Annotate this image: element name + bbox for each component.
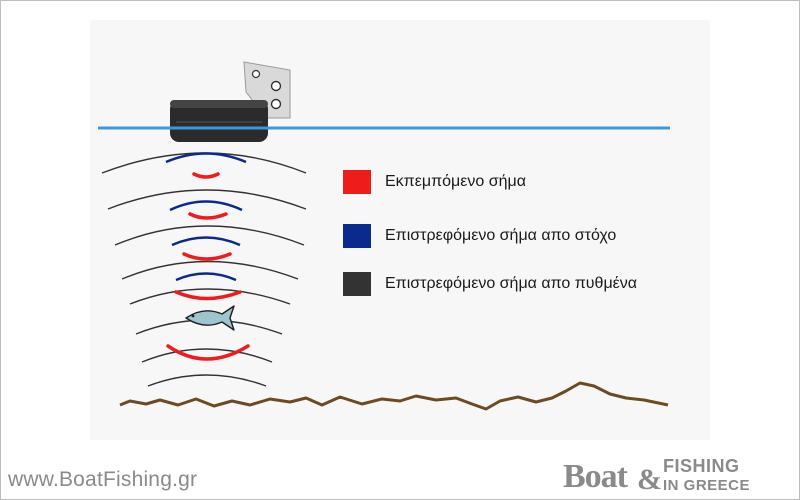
bottom-echo-arc <box>147 374 267 387</box>
transducer-icon <box>170 61 291 142</box>
emitted-signal-arc <box>188 212 228 220</box>
legend-label: Επιστρεφόμενο σήμα απο πυθμένα <box>385 275 638 292</box>
legend-item-target-return: Επιστρεφόμενο σήμα απο στόχο <box>343 224 616 248</box>
target-echo-arc <box>175 272 237 282</box>
legend-item-bottom-return: Επιστρεφόμενο σήμα απο πυθμένα <box>343 272 637 296</box>
emitted-signal-arc <box>174 290 242 301</box>
legend-label: Εκπεμπόμενο σήμα <box>385 173 526 190</box>
legend-item-emitted: Εκπεμπόμενο σήμα <box>343 170 526 194</box>
target-echo-arc <box>171 236 241 247</box>
diagram-background <box>90 20 710 440</box>
legend-label: Επιστρεφόμενο σήμα απο στόχο <box>385 227 617 244</box>
svg-text:&: & <box>637 463 662 493</box>
site-url-text: www.BoatFishing.gr <box>8 468 198 491</box>
bottom-echo-arc <box>121 260 299 280</box>
emitted-signal-arc <box>192 172 220 179</box>
legend-swatch-blue <box>343 224 371 248</box>
brand-logo: Boat & FISHING IN GREECE <box>563 456 750 493</box>
legend-swatch-red <box>343 170 371 194</box>
seabed-line <box>119 381 669 411</box>
sonar-wavefronts <box>101 152 307 387</box>
bottom-echo-arc <box>129 288 291 305</box>
svg-text:FISHING: FISHING <box>663 456 740 476</box>
svg-text:Boat: Boat <box>563 458 629 493</box>
target-echo-arc <box>165 152 247 164</box>
bottom-echo-arc <box>107 189 307 210</box>
emitted-signal-arc <box>182 252 232 261</box>
svg-text:IN GREECE: IN GREECE <box>663 477 750 493</box>
legend-swatch-gray <box>343 272 371 296</box>
emitted-signal-arc <box>166 344 250 361</box>
bottom-echo-arc <box>141 348 273 363</box>
bottom-echo-arc <box>114 225 305 246</box>
fish-icon <box>185 305 235 331</box>
target-echo-arc <box>169 200 243 212</box>
bottom-echo-arc <box>101 152 307 174</box>
